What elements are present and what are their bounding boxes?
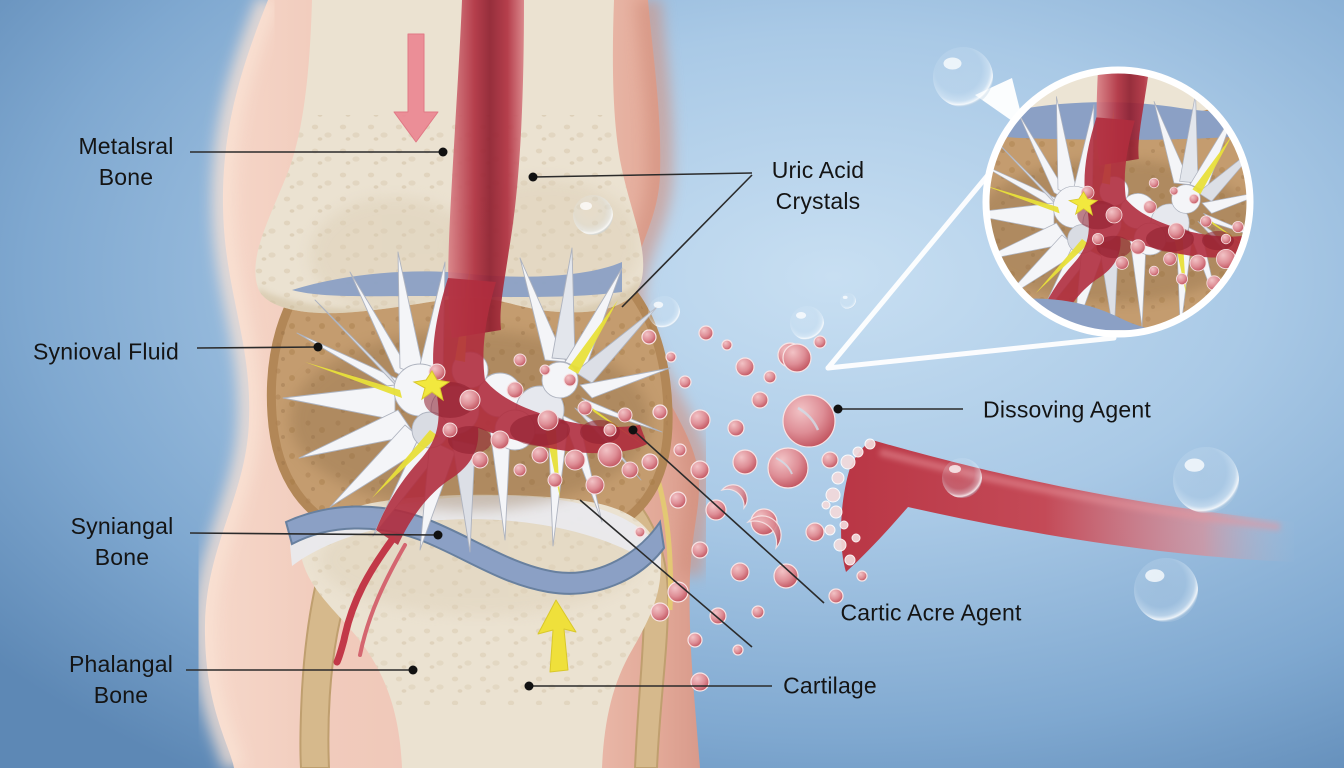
label-metatarsal-bone: Metalsral Bone [78,132,174,190]
inset-bubble [933,47,993,107]
flow-up-arrow-icon [537,599,577,673]
label-uric-acid-crystals: Uric Acid Crystals [771,156,865,214]
label-synovial-fluid: Synioval Fluid [33,338,179,365]
label-syniangal-bone: Syniangal Bone [70,512,174,570]
label-dissolving-agent: Dissoving Agent [983,396,1151,423]
dissolving-agent-spheres [634,325,868,692]
descending-vessels [333,536,407,666]
label-phalangal-bone: Phalangal Bone [68,650,174,708]
leader-lines [186,147,963,691]
flow-down-arrow-icon [393,33,439,143]
vessel-foam [821,438,876,566]
dissolving-agent-target-sphere [782,394,836,448]
magnifier-cone [825,155,1117,371]
label-cartic-acre-agent: Cartic Acre Agent [840,599,1022,626]
leader-dots [313,147,843,691]
label-cartilage: Cartilage [783,672,877,699]
